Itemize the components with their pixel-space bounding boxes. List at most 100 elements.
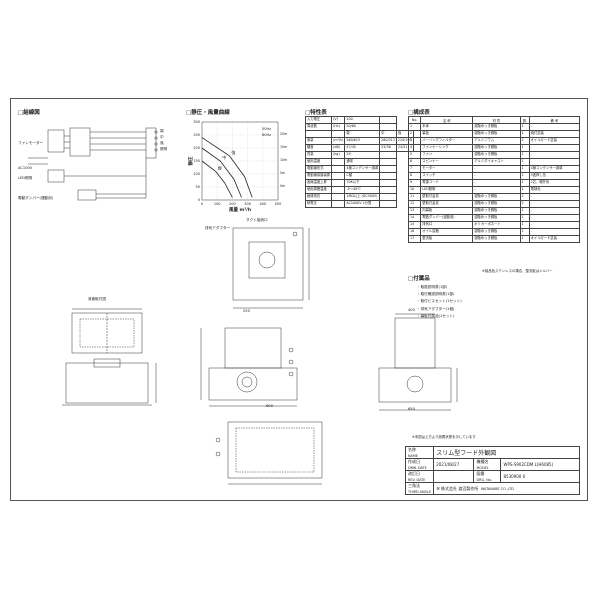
title-model-label: 機種名	[476, 459, 489, 464]
parts-cell: 13	[407, 207, 422, 215]
parts-cell: -	[528, 151, 581, 159]
front-width-dim: 600	[266, 404, 273, 408]
spec-cell	[304, 130, 333, 138]
spec-cell	[379, 151, 397, 159]
parts-cell: 7	[407, 165, 422, 173]
parts-cell: 11	[407, 193, 422, 201]
parts-cell: 1	[519, 214, 530, 222]
spec-cell	[379, 186, 397, 194]
spec-cell: 29	[344, 151, 381, 159]
accessory-item: ・排気アダプター(1個)	[417, 306, 455, 311]
wiring-switch-weak: 弱	[160, 129, 164, 133]
parts-cell: 電動ダンパー(連動用)	[420, 214, 474, 222]
spec-cell: 560/615	[344, 137, 381, 145]
y-axis-label: 静圧	[187, 156, 194, 165]
parts-cell: 1	[519, 151, 530, 159]
wiring-switch-light: 照明	[160, 147, 168, 151]
spec-cell: 50/60	[344, 123, 381, 131]
parts-cell: LED照明	[420, 186, 474, 194]
parts-cell: 8	[407, 172, 422, 180]
spec-cell	[331, 172, 346, 180]
parts-cell: 2	[519, 193, 530, 201]
parts-cell: 4極コンデンサー誘導	[528, 165, 581, 173]
title-model-value: WPS-S902CDM L(H6085)	[500, 458, 580, 471]
parts-cell: 溶融めっき鋼板	[472, 144, 521, 152]
parts-cell: 溶融めっき鋼板	[472, 207, 521, 215]
spec-cell: -5～40℃	[344, 186, 381, 194]
right-tick-label: 5m	[280, 171, 285, 175]
parts-cell: -	[528, 200, 581, 208]
spec-cell: (m³/h)	[331, 137, 346, 145]
spec-cell: 電動機保護装置	[304, 172, 333, 180]
title-name-sub: NAME	[408, 454, 418, 458]
parts-cell: 1	[519, 144, 530, 152]
spec-cell: C種	[344, 172, 381, 180]
parts-cell: 焼付塗装	[528, 130, 581, 138]
y-tick-label: 300	[193, 120, 200, 124]
side-total-dim: 650	[408, 407, 415, 411]
y-tick-label: 150	[193, 159, 200, 163]
right-tick-label: 0m	[280, 184, 285, 188]
x-tick-label: 500	[275, 202, 282, 206]
y-tick-label: 100	[193, 172, 200, 176]
parts-cell: 12	[407, 200, 422, 208]
parts-cell: オイルガード塗装	[528, 137, 581, 145]
parts-cell: 1	[519, 207, 530, 215]
spec-cell	[379, 158, 397, 166]
parts-cell: 整流板	[420, 235, 474, 243]
parts-cell: 溶融めっき鋼板	[472, 130, 521, 138]
right-tick-label: 15m	[280, 145, 287, 149]
section-accessories-title: □付属品	[408, 276, 430, 282]
parts-cell: アルミダイキャスト	[472, 158, 521, 166]
wiring-ac-label: AC100V	[18, 166, 33, 170]
spec-cell: 入力電圧	[304, 116, 333, 124]
parts-cell: 6	[407, 158, 422, 166]
composition-note: ※製品色ステンレスの場合、整流板はシルバー	[482, 269, 553, 273]
parts-cell: 1	[519, 123, 530, 131]
x-axis-label: 風量 m³/h	[229, 206, 251, 213]
x-tick-label: 0	[201, 202, 203, 206]
parts-cell: -	[528, 144, 581, 152]
parts-header-cell: 材 質	[472, 116, 521, 124]
parts-cell: 壁取付金具	[420, 200, 474, 208]
parts-cell: 幕板	[420, 130, 474, 138]
top-width-dim: 250	[243, 309, 250, 313]
parts-cell: 2	[407, 130, 422, 138]
x-tick-label: 100	[214, 202, 221, 206]
spec-cell	[331, 179, 346, 187]
accessory-item: ・取扱説明書(1部)	[417, 285, 448, 289]
parts-cell: 溶融めっき鋼板	[472, 151, 521, 159]
title-proj-sub: THIRD ANGLE	[408, 490, 432, 494]
spec-cell: 絶縁抵抗	[304, 193, 333, 201]
accessory-item: ・取付ビスセット(1セット)	[417, 299, 462, 304]
spec-row: 絶縁抵抗 1MΩ以上 (DC500V)	[304, 193, 414, 201]
parts-cell: -	[528, 228, 581, 236]
spec-cell	[331, 165, 346, 173]
title-name-value: スリム型フード外観図	[433, 446, 580, 459]
spec-cell: 周波数	[304, 123, 333, 131]
parts-cell: 17	[407, 235, 422, 243]
parts-cell: 内幕板	[420, 207, 474, 215]
spec-cell	[379, 193, 397, 201]
spec-cell	[379, 172, 397, 180]
section-characteristics-title: □特性表	[305, 110, 327, 116]
parts-cell: スピンナー	[420, 158, 474, 166]
parts-cell: -	[528, 123, 581, 131]
spec-cell: 1MΩ以上 (DC500V)	[344, 193, 381, 201]
x-tick-label: 300	[244, 202, 251, 206]
spec-cell: 70K以下	[344, 179, 381, 187]
parts-cell: アルミニウム	[472, 137, 521, 145]
parts-cell: 電源コード	[420, 179, 474, 187]
wiring-switch-strong: 強	[160, 141, 164, 145]
parts-cell: 2芯、硬外系	[528, 179, 581, 187]
spec-cell	[331, 186, 346, 194]
parts-cell: 溶融めっき鋼板	[472, 214, 521, 222]
title-rev-label: 改訂日	[408, 471, 420, 476]
